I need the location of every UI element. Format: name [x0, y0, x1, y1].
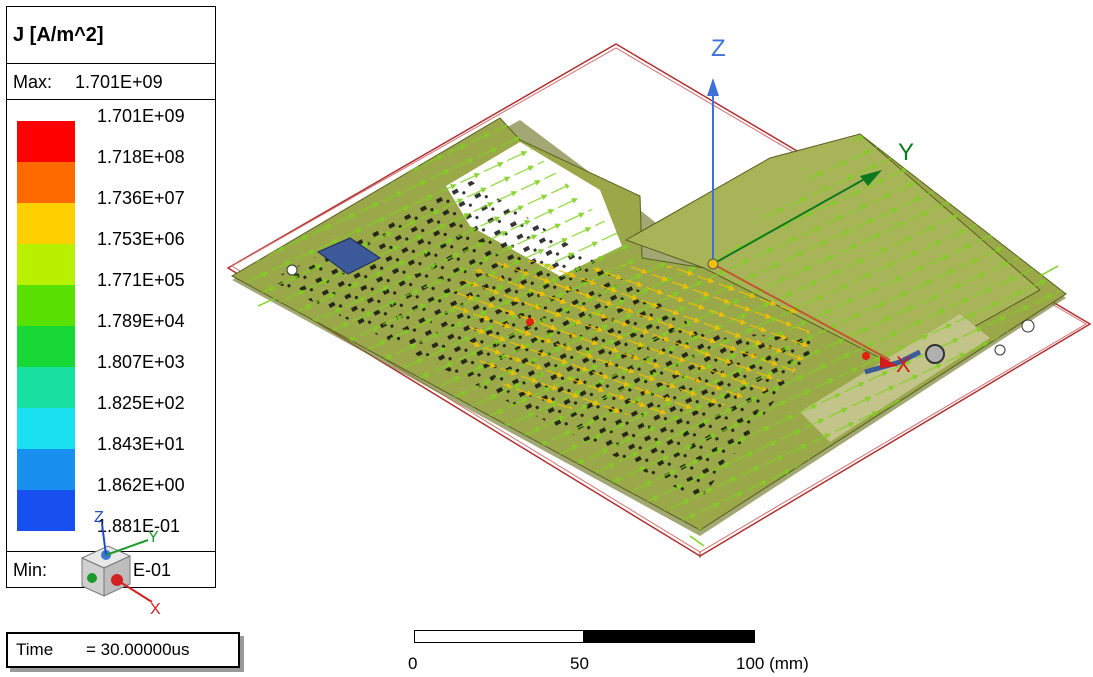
- scale-label-50: 50: [570, 654, 589, 673]
- time-readout: Time = 30.00000us: [6, 632, 240, 668]
- triad-y-label: Y: [148, 529, 159, 546]
- legend-max-row: Max: 1.701E+09: [7, 64, 215, 100]
- orientation-triad-icon[interactable]: Z Y X: [70, 500, 180, 620]
- colorbar-band: [17, 162, 75, 203]
- colorbar-band: [17, 449, 75, 490]
- triad-x-label: X: [150, 601, 161, 618]
- legend-tick-label: 1.701E+09: [97, 106, 185, 126]
- time-label: Time: [16, 640, 54, 659]
- scale-bar-segment: [584, 630, 755, 643]
- global-axes: Z Y X: [707, 35, 914, 377]
- bounding-box: [226, 43, 1092, 558]
- scale-label-0: 0: [408, 654, 418, 673]
- contour-legend[interactable]: J [A/m^2] Max: 1.701E+09 1.701E+09 1.718E…: [6, 6, 216, 588]
- x-axis-label: X: [896, 352, 911, 377]
- legend-tick-label: 1.825E+02: [97, 393, 185, 413]
- legend-min-value: E-01: [133, 560, 172, 580]
- colorbar-band: [17, 367, 75, 408]
- legend-tick-label: 1.718E+08: [97, 147, 185, 167]
- legend-tick-label: 1.807E+03: [97, 352, 185, 372]
- time-value: = 30.00000us: [86, 640, 190, 659]
- legend-min-label: Min:: [13, 560, 48, 580]
- colorbar-band: [17, 285, 75, 326]
- z-axis-label: Z: [711, 35, 726, 62]
- y-axis-label: Y: [898, 139, 914, 166]
- legend-tick-label: 1.736E+07: [97, 188, 185, 208]
- legend-tick-label: 1.771E+05: [97, 270, 185, 290]
- legend-tick-label: 1.753E+06: [97, 229, 185, 249]
- legend-tick-label: 1.789E+04: [97, 311, 185, 331]
- scale-bar-segment: [414, 630, 584, 643]
- pcb-board[interactable]: [230, 117, 1067, 547]
- scale-label-100: 100 (mm): [736, 654, 809, 673]
- legend-tick-label: 1.881E-01: [97, 516, 181, 536]
- colorbar-band: [17, 121, 75, 162]
- legend-max-value: 1.701E+09: [75, 72, 163, 92]
- legend-max-label: Max:: [13, 72, 53, 92]
- triad-z-label: Z: [94, 509, 104, 526]
- legend-tick-label: 1.862E+00: [97, 475, 185, 495]
- colorbar-band: [17, 408, 75, 449]
- legend-title: J [A/m^2]: [7, 7, 215, 64]
- colorbar-band: [17, 490, 75, 531]
- colorbar-band: [17, 244, 75, 285]
- legend-colorbar: [17, 121, 75, 531]
- 3d-viewport[interactable]: Z Y X: [220, 20, 1093, 580]
- colorbar-band: [17, 203, 75, 244]
- colorbar-band: [17, 326, 75, 367]
- legend-tick-label: 1.843E+01: [97, 434, 185, 454]
